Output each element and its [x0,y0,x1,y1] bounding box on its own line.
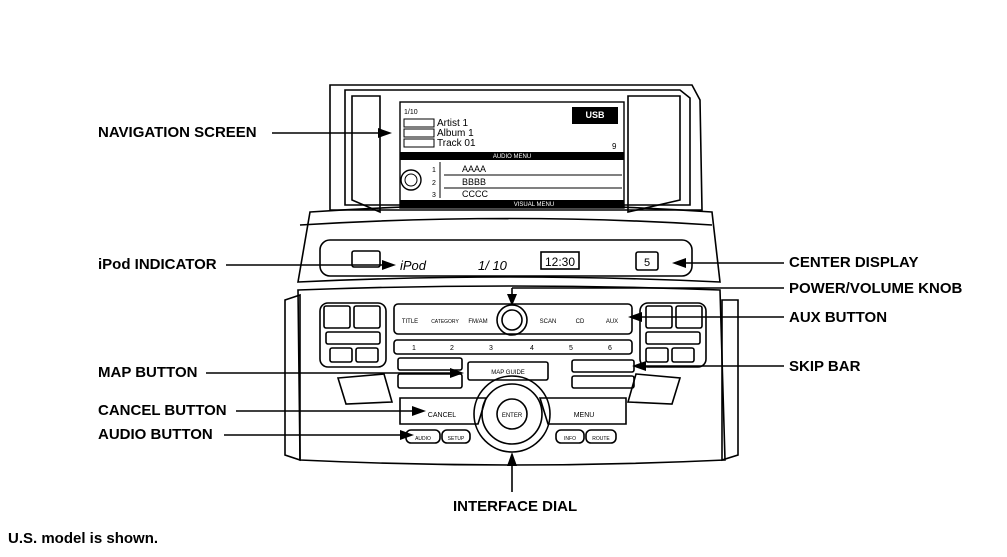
screen-list-number-2: 2 [432,180,436,187]
audio-button-label: AUDIO [415,436,431,442]
callout-aux-button: AUX BUTTON [789,309,888,326]
screen-track: Track 01 [437,138,476,149]
screen-list-item-3: CCCC [462,189,488,199]
callout-skip-bar: SKIP BAR [789,358,861,375]
callout-interface-dial: INTERFACE DIAL [453,498,578,515]
aux-button-label: AUX [606,319,618,325]
center-display [319,239,693,277]
callout-ipod-indicator: iPod INDICATOR [98,256,217,273]
info-button-label: INFO [564,436,576,442]
callout-navigation-screen: NAVIGATION SCREEN [98,124,257,141]
lower-console [297,285,726,466]
center-display-channel: 5 [644,257,650,269]
preset-4: 4 [530,345,534,352]
screen-list-number-1: 1 [432,167,436,174]
screen-album: Album 1 [437,128,474,139]
center-display-track: 1/ 10 [478,258,508,273]
title-button-label: TITLE [402,319,418,325]
skip-bar [571,359,635,373]
screen-list-number-3: 3 [432,192,436,199]
preset-3: 3 [489,345,493,352]
route-button-label: ROUTE [592,436,610,442]
setup-button-label: SETUP [448,436,465,442]
center-display-time: 12:30 [545,255,575,269]
map-button-label: MAP GUIDE [491,370,525,376]
screen-menu-header: AUDIO MENU [493,154,531,160]
center-display-source: iPod [400,258,427,273]
screen-list-item-2: BBBB [462,177,486,187]
screen-artist: Artist 1 [437,118,469,129]
screen-page-no: 9 [612,142,617,151]
screen-source-badge: USB [585,110,605,120]
fmam-button-label: FM/AM [468,319,487,325]
scan-button-label: SCAN [540,319,557,325]
dial-label: ENTER [502,413,523,419]
menu-button-label: MENU [574,412,595,419]
preset-2: 2 [450,345,454,352]
callout-map-button: MAP BUTTON [98,364,198,381]
preset-1: 1 [412,345,416,352]
preset-5: 5 [569,345,573,352]
callout-cancel-button: CANCEL BUTTON [98,402,227,419]
cancel-button-label: CANCEL [428,412,457,419]
screen-list-item-1: AAAA [462,164,486,174]
map-button [467,361,549,381]
callout-power-volume-knob: POWER/VOLUME KNOB [789,280,963,297]
screen-housing [329,84,703,211]
category-button-label: CATEGORY [431,319,459,325]
screen-track-no: 1/10 [404,109,418,116]
cancel-button [399,397,488,425]
callout-audio-button: AUDIO BUTTON [98,426,213,443]
preset-6: 6 [608,345,612,352]
cd-button-label: CD [576,319,585,325]
callout-center-display: CENTER DISPLAY [789,254,919,271]
screen-footer: VISUAL MENU [514,202,554,208]
footnote: U.S. model is shown. [8,530,159,547]
